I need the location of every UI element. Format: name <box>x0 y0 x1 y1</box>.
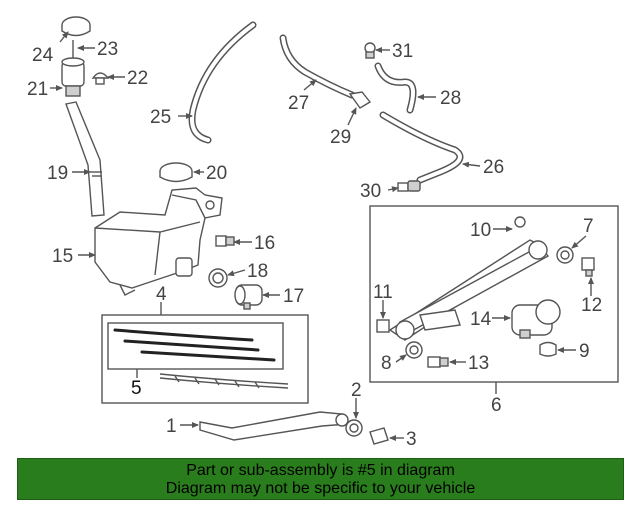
washer-hose-28 <box>374 62 417 114</box>
hose-connector <box>397 180 421 192</box>
arm-nut <box>345 419 363 437</box>
reservoir-bolt <box>215 235 235 247</box>
callout-11: 11 <box>373 282 393 303</box>
grommet <box>91 72 110 85</box>
callout-19: 19 <box>47 163 68 184</box>
callout-17: 17 <box>283 286 304 307</box>
callout-21: 21 <box>27 79 48 100</box>
callout-20: 20 <box>206 163 227 184</box>
note-line-2: Diagram may not be specific to your vehi… <box>165 480 476 497</box>
callout-5: 5 <box>131 378 142 399</box>
washer-nozzle <box>364 42 376 59</box>
callout-10: 10 <box>470 220 491 241</box>
callout-2: 2 <box>351 380 362 401</box>
wiper-blade-box <box>101 314 309 404</box>
callout-15: 15 <box>52 246 73 267</box>
washer-pump <box>234 284 263 310</box>
filler-neck-top <box>61 57 85 97</box>
linkage-bolt-12 <box>581 257 595 277</box>
callout-18: 18 <box>247 261 268 282</box>
linkage-bushing <box>556 246 574 264</box>
callout-23: 23 <box>97 39 118 60</box>
motor-bolt <box>427 356 449 368</box>
filler-tube <box>65 101 105 217</box>
wiper-linkage-box <box>369 205 619 383</box>
washer-hose-27 <box>279 34 356 99</box>
callout-26: 26 <box>483 157 504 178</box>
wiper-motor <box>511 299 561 339</box>
reservoir-cover <box>159 162 193 183</box>
callout-16: 16 <box>254 233 275 254</box>
callout-13: 13 <box>468 353 489 374</box>
callout-7: 7 <box>583 216 594 237</box>
blade-insert-box <box>107 322 284 370</box>
parts-diagram: 24 23 21 22 19 20 15 16 18 17 25 27 29 3… <box>27 16 619 450</box>
callout-29: 29 <box>330 127 351 148</box>
callout-9: 9 <box>579 341 590 362</box>
washer-hose-26 <box>379 111 464 184</box>
callout-14: 14 <box>470 309 492 330</box>
reservoir-cap <box>61 16 91 37</box>
pivot-cap <box>539 341 557 357</box>
linkage-bolt-11 <box>376 319 390 333</box>
diagram-note-banner: Part or sub-assembly is #5 in diagram Di… <box>17 458 624 500</box>
callout-25: 25 <box>150 107 171 128</box>
callout-24: 24 <box>32 45 54 66</box>
hose-joint <box>348 91 372 109</box>
note-line-1: Part or sub-assembly is #5 in diagram <box>186 462 455 479</box>
callout-6: 6 <box>491 395 502 416</box>
callout-22: 22 <box>127 68 148 89</box>
callout-3: 3 <box>406 429 417 450</box>
callout-1: 1 <box>166 416 177 437</box>
arm-cap <box>369 427 389 445</box>
wiper-linkage <box>388 216 550 341</box>
linkage-grommet <box>405 341 423 359</box>
callout-labels: 24 23 21 22 19 20 15 16 18 17 25 27 29 3… <box>27 39 602 450</box>
pump-seal <box>208 268 228 288</box>
callout-30: 30 <box>360 181 381 202</box>
callout-8: 8 <box>381 353 392 374</box>
washer-hose-25 <box>188 21 257 144</box>
leader-lines <box>50 31 594 441</box>
blade-inserts <box>113 328 276 362</box>
callout-12: 12 <box>581 295 602 316</box>
wiper-arm <box>199 411 350 441</box>
callout-4: 4 <box>156 284 167 305</box>
washer-reservoir <box>94 187 223 296</box>
callout-31: 31 <box>392 41 413 62</box>
callout-28: 28 <box>440 88 461 109</box>
callout-27: 27 <box>288 93 309 114</box>
wiper-blade <box>159 373 289 389</box>
